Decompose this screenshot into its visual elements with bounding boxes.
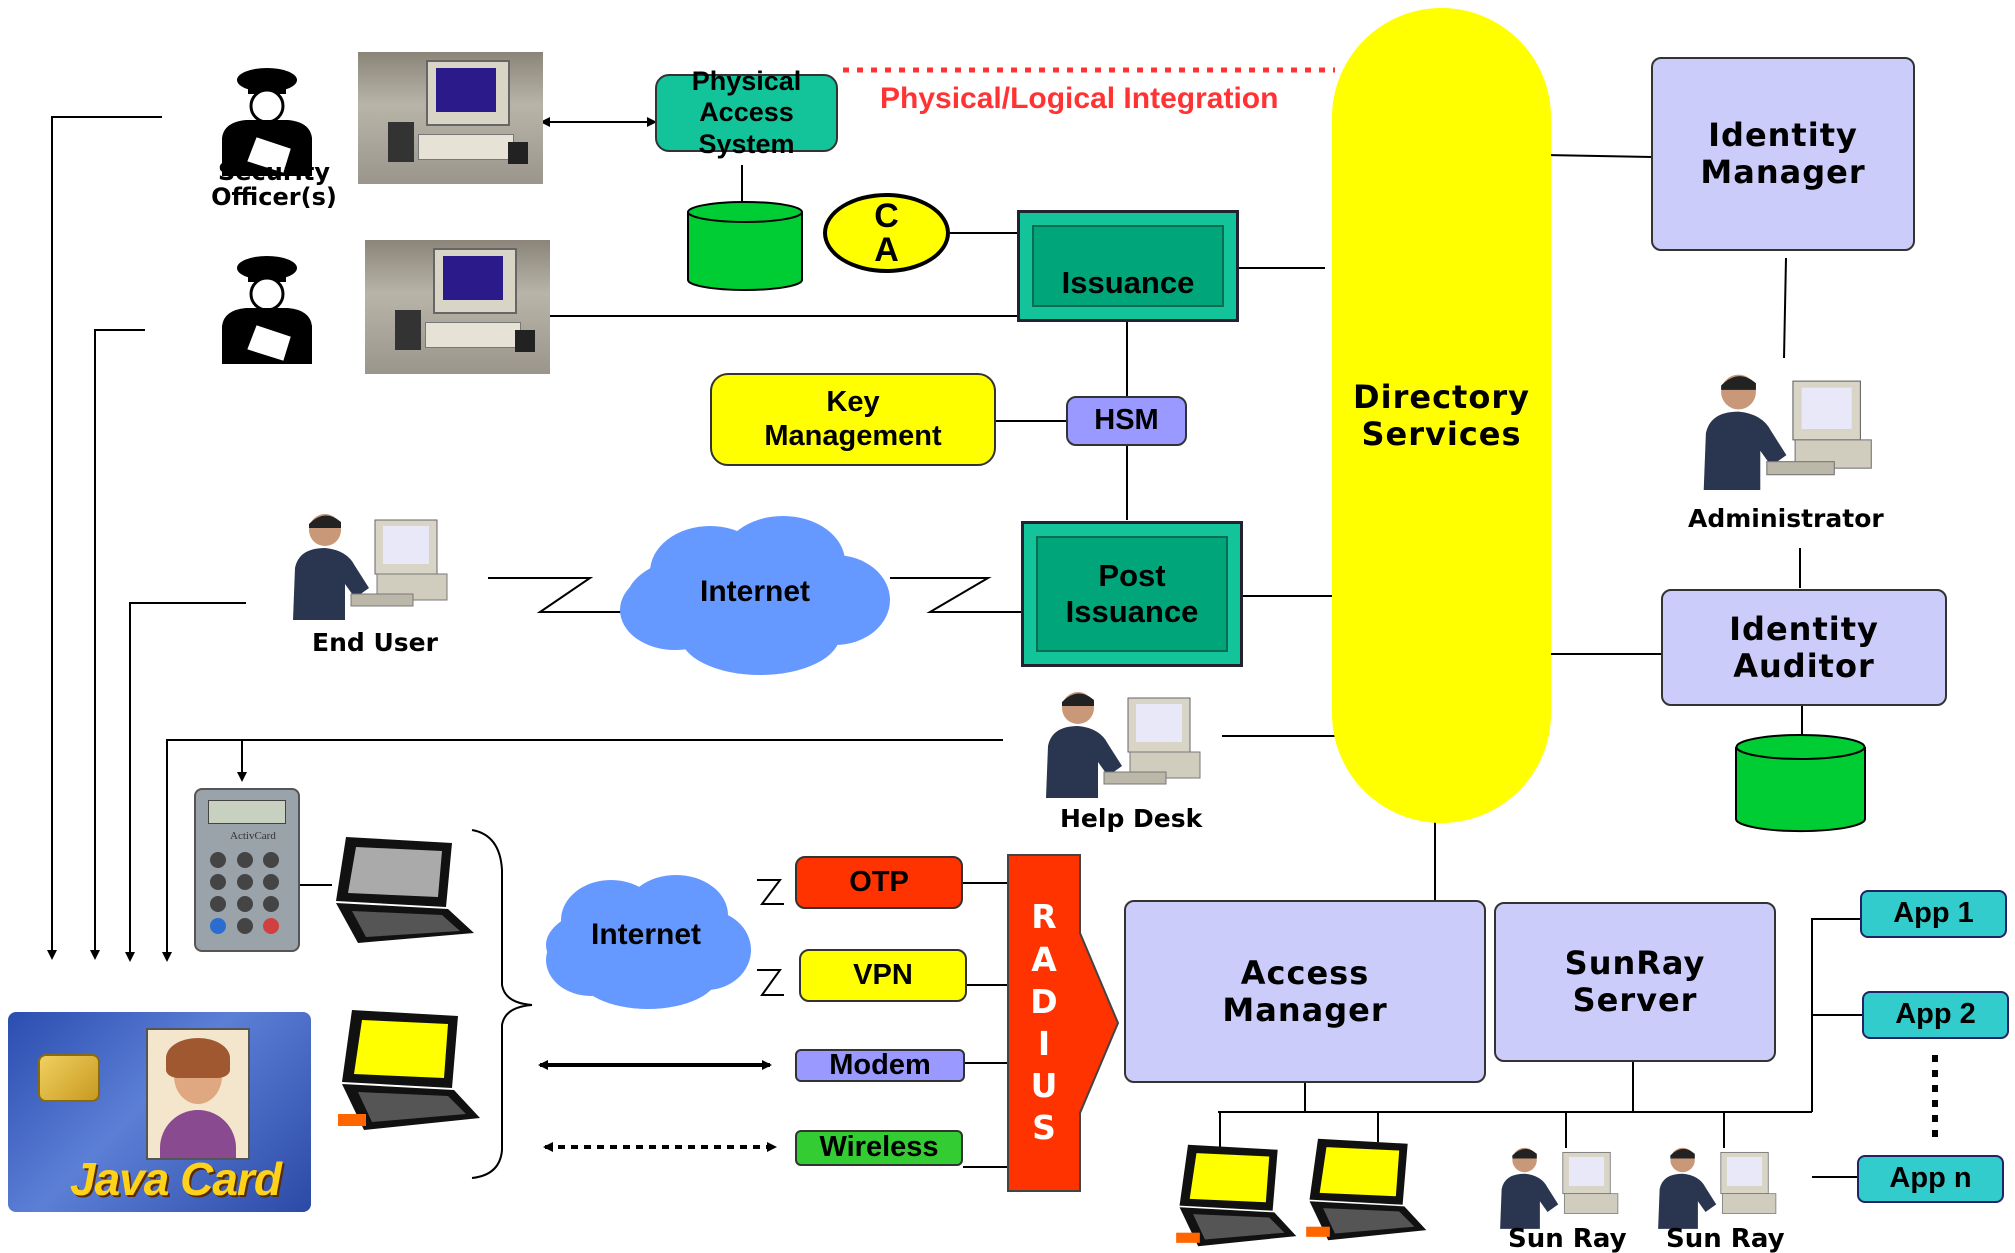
person-at-computer-icon [1500,1147,1619,1229]
radius-arrow-shape [1007,854,1120,1192]
otp-box[interactable]: OTP [795,856,963,909]
post-issuance-box[interactable]: Post Issuance [1021,521,1243,667]
laptop-icon [336,837,474,943]
person-at-computer-icon [1658,1147,1777,1229]
appn-box[interactable]: App n [1857,1155,2004,1203]
java-card-image: Java Card [8,1012,311,1212]
sun-ray-label-2: Sun Ray [1666,1224,1785,1253]
person-at-computer-icon [1703,374,1872,490]
app2-box[interactable]: App 2 [1862,991,2009,1039]
end-user-label: End User [312,628,438,657]
app1-box[interactable]: App 1 [1860,890,2007,938]
physical-access-system-box[interactable]: Physical Access System [655,66,838,159]
internet-cloud-icon [620,516,890,675]
vpn-box[interactable]: VPN [799,949,967,1002]
person-at-computer-icon [1046,692,1201,798]
administrator-label: Administrator [1688,504,1884,533]
hsm-box[interactable]: HSM [1066,396,1187,446]
modem-box[interactable]: Modem [795,1049,965,1082]
internet-bottom-label: Internet [590,918,701,951]
database-icon [687,201,803,291]
wireless-box[interactable]: Wireless [795,1130,963,1166]
integration-label: Physical/Logical Integration [880,82,1279,115]
laptop-icon [1306,1138,1427,1241]
issuance-box[interactable]: Issuance [1017,210,1239,322]
workstation-photo [358,52,543,184]
internet-top-label: Internet [699,575,810,608]
identity-auditor-box[interactable]: Identity Auditor [1661,589,1947,706]
sun-ray-label-1: Sun Ray [1508,1224,1627,1253]
key-management-box[interactable]: Key Management [710,373,996,466]
identity-manager-box[interactable]: Identity Manager [1651,57,1915,251]
workstation-photo [365,240,550,374]
ca-ellipse[interactable]: C A [823,193,950,273]
person-at-computer-icon [293,514,448,620]
laptop-icon [338,1010,480,1130]
access-manager-box[interactable]: Access Manager [1124,900,1486,1083]
sunray-server-box[interactable]: SunRay Server [1494,902,1776,1062]
token-brand-label: ActivCard [230,830,276,842]
otp-token-icon: ActivCard [194,788,300,952]
radius-label: R A D I U S [1030,897,1058,1148]
internet-cloud-icon [546,875,751,1009]
security-officer-label: Security Officer(s) [211,158,337,212]
security-officer-icon [222,256,312,364]
java-card-brand: Java Card [70,1153,282,1205]
security-officer-icon [222,68,312,176]
issuance-label: Issuance [1061,265,1195,301]
database-icon [1735,734,1866,833]
help-desk-label: Help Desk [1060,804,1203,833]
directory-services-box[interactable]: Directory Services [1332,8,1551,823]
laptop-icon [1176,1144,1297,1247]
